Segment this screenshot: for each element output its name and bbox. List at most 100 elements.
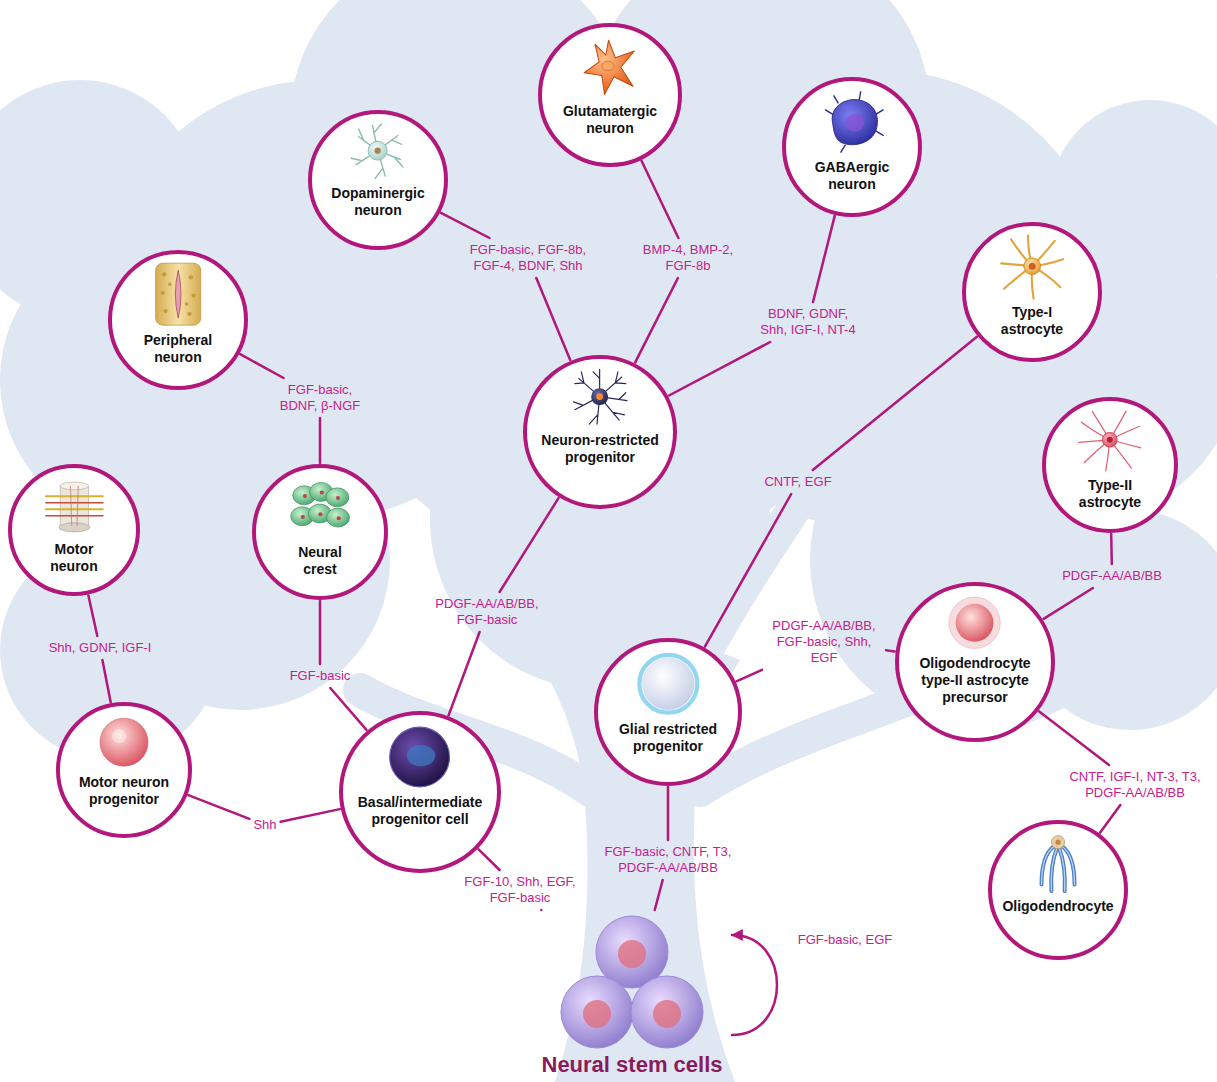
- growth-factor-label: BMP-4, BMP-2, FGF-8b: [640, 242, 736, 274]
- cell-body: [832, 100, 877, 145]
- nucleus: [846, 113, 864, 131]
- stem-cell-cluster: Neural stem cells: [534, 912, 730, 1078]
- type-ii-astrocyte-art: [1076, 406, 1144, 474]
- spines: [825, 92, 883, 153]
- o2a-precursor-art: [944, 591, 1005, 652]
- growth-factor-label: FGF-basic, EGF: [798, 932, 893, 948]
- cell-circle: Neuron-restricted progenitor: [523, 355, 677, 509]
- myelin-processes: [1041, 846, 1074, 891]
- nucleus: [407, 745, 435, 766]
- cell-circle: Motor neuron progenitor: [56, 702, 192, 838]
- growth-factor-label: PDGF-AA/AB/BB, FGF-basic, Shh, EGF: [766, 618, 882, 666]
- gabaergic-neuron-art: [817, 86, 887, 156]
- dendrites: [351, 124, 403, 178]
- glutamatergic-neuron-art: [576, 32, 644, 100]
- fibre-dot: [191, 293, 195, 297]
- grey-matter: [70, 486, 78, 526]
- type-i-astrocyte-art: [997, 231, 1067, 301]
- nerve-cylinder: [155, 263, 200, 325]
- growth-factor-label: PDGF-AA/AB/BB, FGF-basic: [429, 596, 545, 628]
- cell-body: [1051, 836, 1064, 849]
- cell-label: Glutamatergic neuron: [550, 103, 670, 137]
- cell-circle: Type-II astrocyte: [1042, 397, 1178, 533]
- fibre-dot: [160, 291, 164, 295]
- highlight: [112, 729, 126, 743]
- growth-factor-label: CNTF, IGF-I, NT-3, T3, PDGF-AA/AB/BB: [1065, 769, 1205, 801]
- cell-circle: Neural crest: [252, 464, 388, 600]
- neural-crest-art: [286, 473, 354, 541]
- dendrites: [574, 369, 628, 424]
- motor-nerves: [46, 503, 103, 516]
- processes: [1079, 411, 1141, 470]
- cell-circle: Oligodendrocyte: [988, 820, 1128, 960]
- cell-body: [592, 388, 609, 405]
- cell-label: Glial restricted progenitor: [604, 721, 732, 755]
- cell-label: Type-I astrocyte: [982, 304, 1082, 338]
- growth-factor-label: Shh, GDNF, IGF-I: [49, 640, 152, 656]
- growth-factor-label: FGF-basic: [290, 668, 351, 684]
- nucleus: [1028, 263, 1035, 270]
- process-highlight: [1041, 846, 1074, 891]
- oligodendrocyte-art: [1025, 829, 1091, 895]
- growth-factor-label: FGF-basic, FGF-8b, FGF-4, BDNF, Shh: [467, 242, 589, 274]
- cell-label: Dopaminergic neuron: [323, 185, 433, 219]
- cell-circle: GABAergic neuron: [782, 77, 922, 217]
- basal-progenitor-art: [384, 720, 455, 791]
- growth-factor-label: Shh: [253, 817, 276, 833]
- processes: [1001, 235, 1063, 298]
- vertebra-disc: [58, 523, 89, 532]
- glial-progenitor-art: [633, 647, 704, 718]
- neuron-restricted-progenitor-art: [567, 364, 632, 429]
- cell-circle: Basal/intermediate progenitor cell: [339, 711, 501, 873]
- spinal-cord-art: [42, 473, 107, 538]
- peripheral-nerve-art: [143, 259, 213, 329]
- nucleus: [653, 1000, 681, 1028]
- nucleus: [583, 1000, 611, 1028]
- nucleus: [301, 515, 305, 519]
- cell-label: Oligodendrocyte: [993, 898, 1123, 915]
- cell-label: Oligodendrocyte type-II astrocyte precur…: [911, 655, 1039, 706]
- cell-halo: [639, 655, 697, 713]
- cell-circle: Oligodendrocyte type-II astrocyte precur…: [895, 582, 1055, 742]
- dopaminergic-neuron-art: [346, 119, 409, 182]
- nucleus: [319, 512, 323, 516]
- cell-label: Motor neuron progenitor: [69, 774, 179, 808]
- cell-body: [642, 658, 694, 710]
- nucleus: [375, 147, 381, 153]
- cell-circle: Peripheral neuron: [108, 250, 248, 390]
- fibre-dot: [185, 302, 189, 306]
- crest-cell: [327, 508, 350, 527]
- fibre-dot: [187, 312, 191, 316]
- canopy-blob: [0, 80, 200, 320]
- cell-body: [369, 141, 388, 160]
- growth-factor-label: FGF-basic, BDNF, β-NGF: [270, 382, 370, 414]
- connector: [732, 935, 777, 1035]
- connector: [320, 601, 367, 730]
- cell-circle: Glial restricted progenitor: [594, 638, 742, 786]
- growth-factor-label: FGF-basic, CNTF, T3, PDGF-AA/AB/BB: [600, 844, 736, 876]
- cell-membrane: [949, 597, 1000, 648]
- fibre-dot: [162, 272, 166, 276]
- growth-factor-label: CNTF, EGF: [764, 474, 831, 490]
- connector: [441, 213, 570, 360]
- cell-circle: Motor neuron: [8, 464, 140, 596]
- cell-circle: Dopaminergic neuron: [308, 110, 448, 250]
- crest-nuclei: [301, 491, 341, 521]
- cell-label: Motor neuron: [34, 541, 114, 575]
- nucleus: [602, 61, 614, 71]
- stem-cell: [631, 976, 703, 1048]
- tree-branches: [360, 500, 930, 790]
- cell-body: [584, 40, 634, 94]
- cell-circle: Glutamatergic neuron: [538, 23, 682, 167]
- cell-label: Peripheral neuron: [128, 332, 228, 366]
- stem-cell-art: [557, 912, 707, 1052]
- cell-body: [390, 727, 450, 787]
- canopy-blob: [1020, 510, 1217, 730]
- nucleus: [337, 516, 341, 520]
- fibre-dot: [189, 275, 193, 279]
- cell-body: [100, 718, 148, 766]
- stem-cell: [561, 976, 633, 1048]
- cell-label: Neuron-restricted progenitor: [533, 432, 668, 466]
- tree-canopy: [0, 0, 1217, 760]
